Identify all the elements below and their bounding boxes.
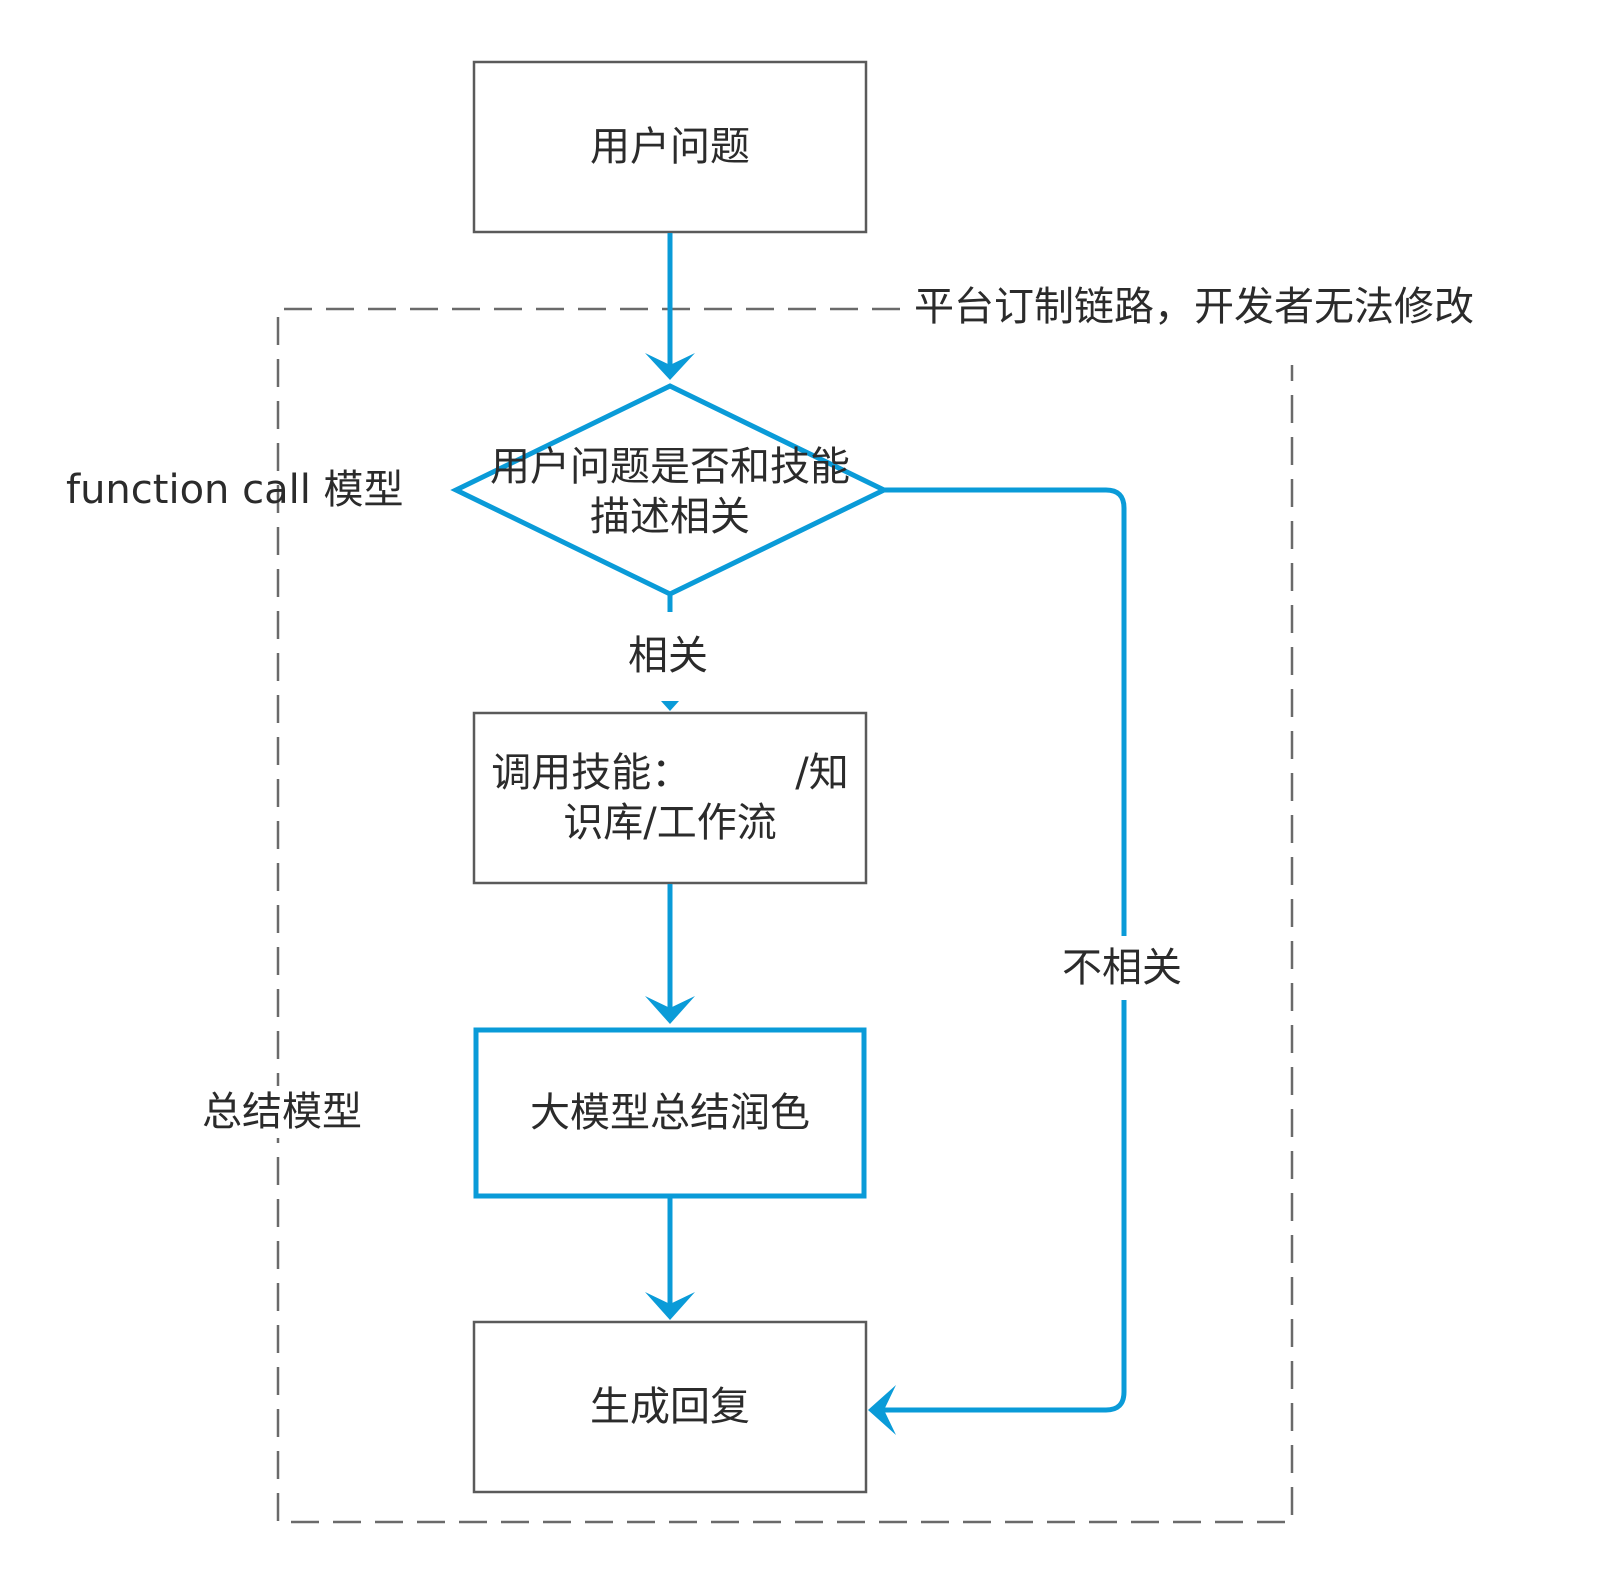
node-generate-reply-text: 生成回复 [590,1384,750,1430]
platform-region-label: 平台订制链路，开发者无法修改 [910,281,1478,333]
node-invoke-skill: 调用技能： /知 识库/工作流 [474,745,866,851]
node-decision: 用户问题是否和技能 描述相关 [456,440,884,544]
node-decision-text-line1: 用户问题是否和技能 [490,444,850,490]
arrowhead-reply [645,1292,695,1320]
node-generate-reply-box [472,1320,868,1494]
arrowhead-reply-side [868,1385,896,1435]
node-invoke-skill-box [472,711,868,885]
node-llm-summary-box [473,1027,867,1199]
node-invoke-skill-text-line2: 识库/工作流 [563,800,777,846]
platform-region-border [276,307,1294,1524]
node-invoke-skill-text-line1: 调用技能： /知 [491,748,848,798]
arrowhead-decision [645,353,695,380]
edge-label-not-relevant: 不相关 [1062,936,1182,1000]
node-decision-text-line2: 描述相关 [590,494,750,540]
node-user-question-box [472,60,868,234]
node-invoke-skill-prefix: 调用技能： [491,750,692,796]
node-llm-summary-text: 大模型总结润色 [530,1090,810,1136]
node-user-question-text: 用户问题 [590,124,750,170]
node-llm-summary: 大模型总结润色 [476,1030,864,1196]
summary-model-label: 总结模型 [202,1086,362,1138]
node-invoke-skill-suffix: /知 [795,750,849,796]
node-user-question: 用户问题 [474,62,866,232]
edge-label-relevant: 相关 [628,630,708,682]
node-generate-reply: 生成回复 [474,1322,866,1492]
function-call-model-label: function call 模型 [66,467,404,513]
arrowhead-summary [645,996,695,1024]
arrowhead-invoke [661,701,679,711]
